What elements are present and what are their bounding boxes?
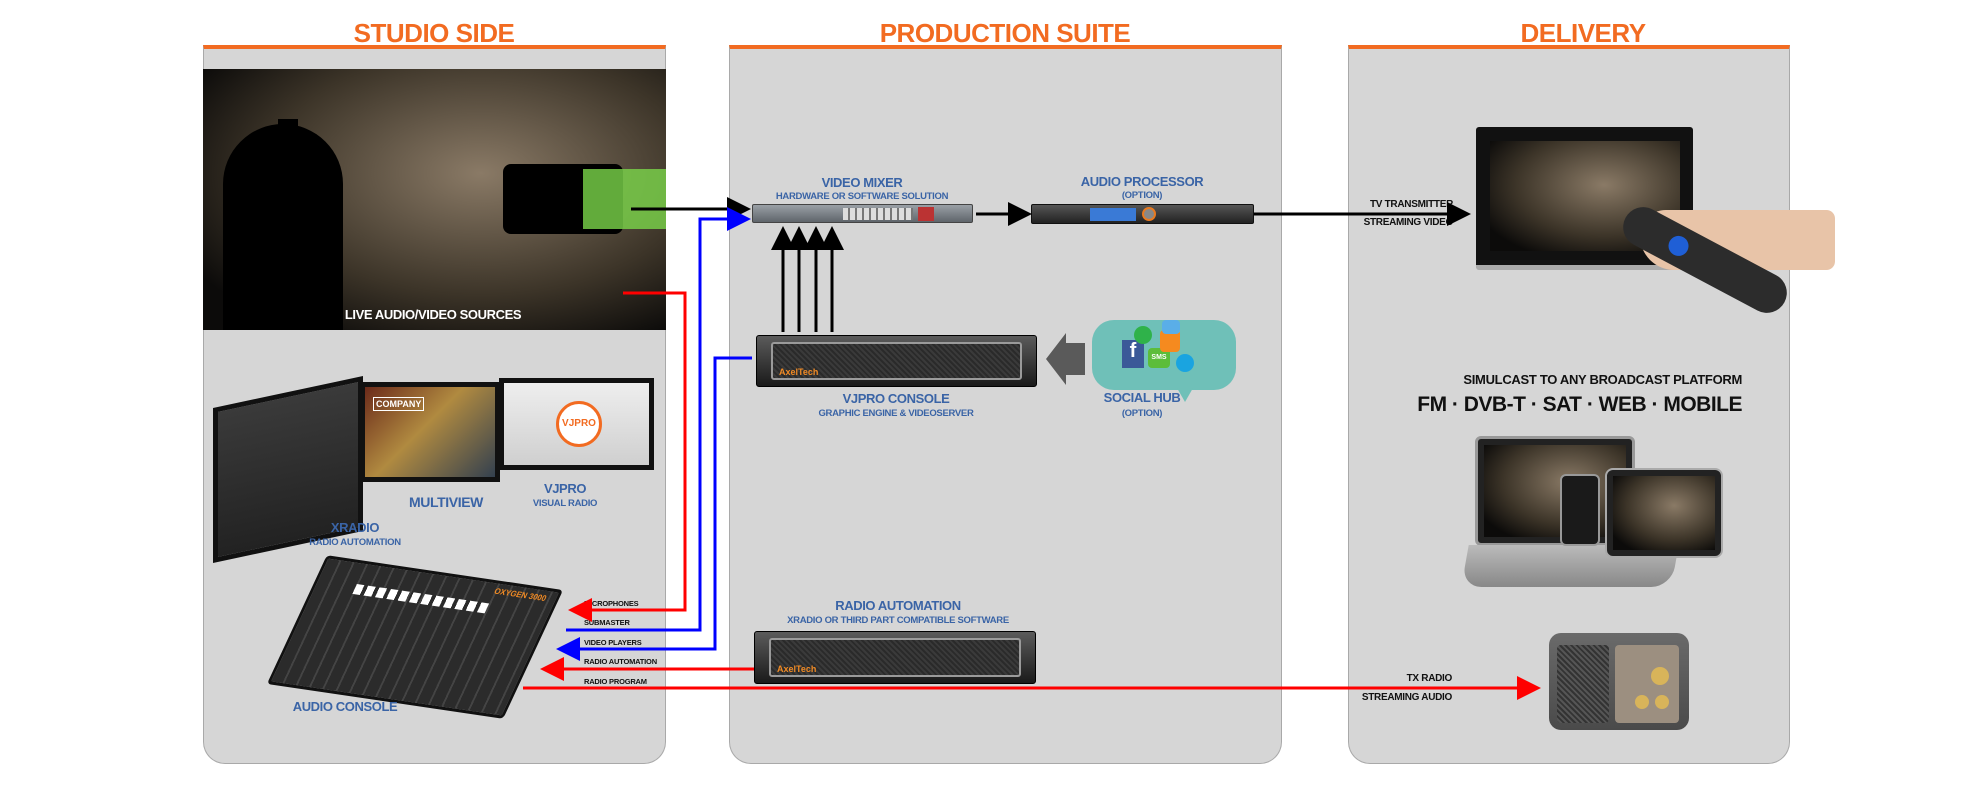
video-players-line: [556, 356, 752, 661]
vjpro-console-server: AxelTech: [756, 335, 1037, 387]
signal-label-radio-program: RADIO PROGRAM: [584, 677, 647, 686]
radio-knob: [1655, 695, 1669, 709]
column-title-delivery: DELIVERY: [1520, 18, 1646, 48]
signal-label-radio-automation: RADIO AUTOMATION: [584, 657, 657, 666]
simulcast-label: SIMULCAST TO ANY BROADCAST PLATFORM: [1463, 372, 1742, 387]
radio-panel: [1615, 645, 1679, 723]
radio-image: [1549, 633, 1689, 730]
microphones-line: [568, 291, 687, 622]
mixer-display: [918, 207, 934, 221]
twitter-icon: [1162, 320, 1180, 334]
rss-icon: [1160, 330, 1180, 352]
audio-processor-subtitle: (OPTION): [1121, 190, 1163, 201]
column-title-production: PRODUCTION SUITE: [879, 18, 1131, 48]
skype-icon: [1176, 354, 1194, 372]
vjpro-title: VJPRO: [543, 481, 587, 496]
phone-image: [1560, 474, 1600, 546]
radio-automation-server: AxelTech: [754, 631, 1036, 684]
server-grill: [771, 342, 1022, 380]
platforms-label: FM · DVB-T · SAT · WEB · MOBILE: [1417, 393, 1742, 416]
social-hub-arrow: [1046, 333, 1085, 385]
processor-knob: [1142, 207, 1156, 221]
social-hub-title: SOCIAL HUB: [1103, 390, 1181, 405]
video-mixer-subtitle: HARDWARE OR SOFTWARE SOLUTION: [775, 191, 949, 202]
streaming-video-label: STREAMING VIDEO: [1363, 217, 1454, 228]
multiview-company-text: COMPANY: [373, 397, 425, 411]
green-screen: [583, 169, 666, 229]
video-mixer-device: [752, 204, 973, 223]
signal-label-submaster: SUBMASTER: [584, 618, 630, 627]
video-mixer-title: VIDEO MIXER: [821, 175, 903, 190]
xradio-title: XRADIO: [330, 520, 380, 535]
social-hub-bubble: f SMS: [1092, 320, 1236, 402]
tablet-screen: [1613, 476, 1715, 550]
microphone-silhouette: [278, 119, 298, 189]
tv-transmitter-label: TV TRANSMITTER: [1369, 199, 1453, 210]
vjpro-subtitle: VISUAL RADIO: [532, 498, 598, 509]
tx-radio-label: TX RADIO: [1406, 673, 1453, 684]
xradio-subtitle: RADIO AUTOMATION: [309, 537, 401, 548]
server-grill: [769, 638, 1021, 677]
radio-speaker: [1557, 645, 1609, 723]
studio-photo: LIVE AUDIO/VIDEO SOURCES: [203, 69, 666, 330]
audio-console-title: AUDIO CONSOLE: [292, 699, 398, 714]
streaming-audio-label: STREAMING AUDIO: [1361, 692, 1452, 703]
radio-knob: [1635, 695, 1649, 709]
signal-label-video-players: VIDEO PLAYERS: [584, 638, 642, 647]
submaster-line: [566, 207, 751, 632]
audio-processor-title: AUDIO PROCESSOR: [1080, 174, 1204, 189]
server-brand: AxelTech: [777, 664, 817, 674]
multiview-title: MULTIVIEW: [409, 494, 483, 510]
server-brand: AxelTech: [779, 367, 819, 377]
multiview-monitor: COMPANY: [360, 382, 500, 482]
vjpro-console-title: VJPRO CONSOLE: [842, 391, 950, 406]
vjpro-console-subtitle: GRAPHIC ENGINE & VIDEOSERVER: [818, 408, 974, 419]
mixer-buttons: [843, 208, 913, 220]
tablet-image: [1605, 468, 1723, 558]
whatsapp-icon: [1134, 326, 1152, 344]
laptop-screen: [1484, 445, 1626, 537]
bubble-tail: [1177, 388, 1193, 402]
vjpro-logo: VJPRO: [556, 401, 602, 447]
facebook-icon: f: [1122, 340, 1144, 368]
social-hub-subtitle: (OPTION): [1121, 408, 1163, 419]
tv-image: [1476, 127, 1693, 270]
sms-icon: SMS: [1148, 348, 1170, 368]
column-title-studio: STUDIO SIDE: [353, 18, 515, 48]
sources-label: LIVE AUDIO/VIDEO SOURCES: [344, 307, 522, 322]
radio-automation-title: RADIO AUTOMATION: [835, 598, 961, 613]
processor-display: [1090, 208, 1136, 221]
radio-automation-subtitle: XRADIO OR THIRD PART COMPATIBLE SOFTWARE: [787, 615, 1009, 626]
vjpro-monitor: VJPRO: [499, 378, 654, 470]
signal-label-microphones: MICROPHONES: [584, 599, 639, 608]
radio-knob: [1651, 667, 1669, 685]
